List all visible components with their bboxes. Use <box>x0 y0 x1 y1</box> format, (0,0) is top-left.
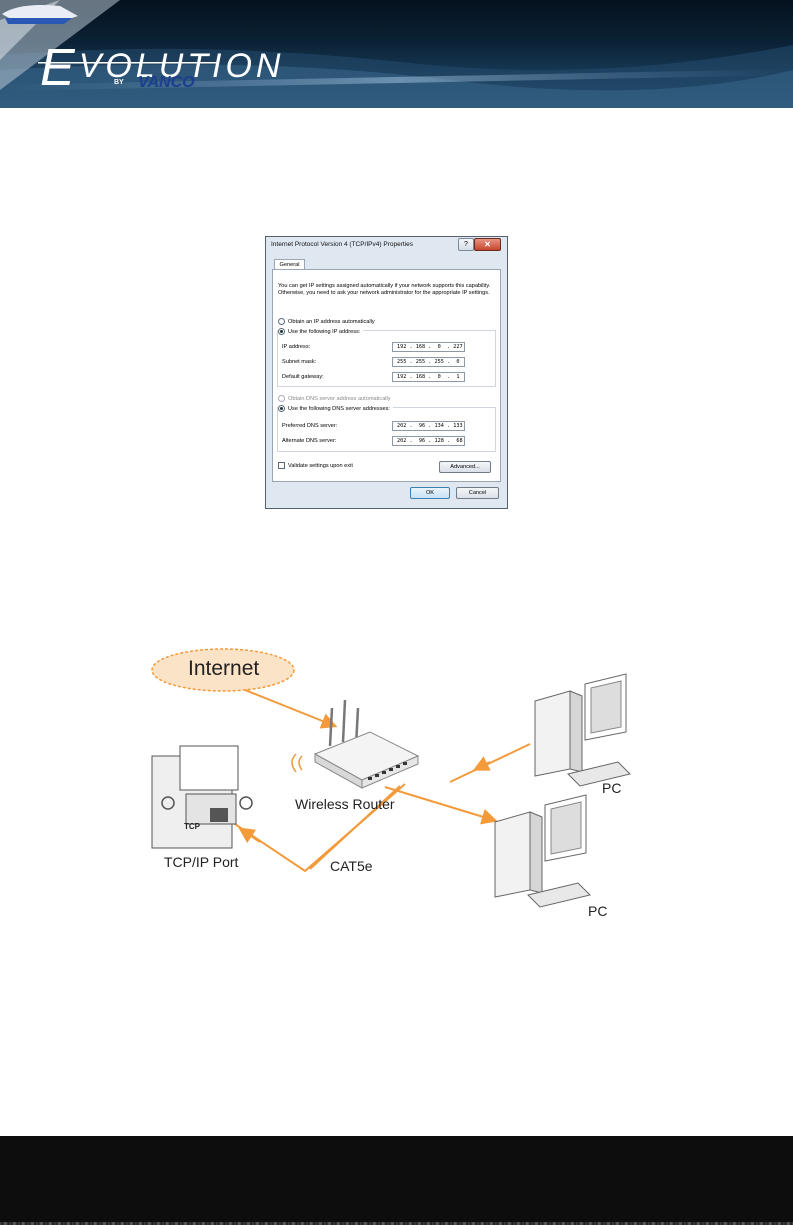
internet-label: Internet <box>188 657 260 680</box>
ok-button[interactable]: OK <box>410 487 450 499</box>
dns-auto-radio[interactable] <box>278 395 285 402</box>
preferred-dns-row: Preferred DNS server: 202 . 96 . 134 . 1… <box>282 421 494 431</box>
network-diagram-art <box>151 648 631 908</box>
header-banner: EVOLUTION BY VANCO <box>0 0 793 108</box>
connection-lines <box>219 689 531 873</box>
tab-general[interactable]: General <box>274 259 305 270</box>
ip-auto-label: Obtain an IP address automatically <box>288 318 375 325</box>
dns-auto-label: Obtain DNS server address automatically <box>288 395 391 402</box>
tcp-ip-port-icon <box>151 745 253 849</box>
pc-bottom-label: PC <box>588 903 608 919</box>
ip-group <box>277 330 496 387</box>
cancel-button[interactable]: Cancel <box>456 487 499 499</box>
network-diagram: Internet Wireless Router TCP/IP Port TCP… <box>150 644 650 924</box>
default-gateway-field[interactable]: 192 . 168 . 0 . 1 <box>392 372 465 382</box>
footer-strip <box>0 1222 793 1225</box>
cat5e-label: CAT5e <box>330 858 373 874</box>
dns-manual-label: Use the following DNS server addresses: <box>288 405 390 412</box>
subnet-mask-row: Subnet mask: 255 . 255 . 255 . 0 <box>282 357 494 367</box>
port-stamp-label: TCP <box>184 822 200 831</box>
ipv4-properties-dialog: Internet Protocol Version 4 (TCP/IPv4) P… <box>265 236 508 509</box>
pc-top-label: PC <box>602 780 622 796</box>
logo-wordmark: EVOLUTION <box>40 39 285 97</box>
validate-option[interactable]: Validate settings upon exit <box>278 462 353 469</box>
default-gateway-row: Default gateway: 192 . 168 . 0 . 1 <box>282 372 494 382</box>
dns-auto-option[interactable]: Obtain DNS server address automatically <box>278 395 391 402</box>
dns-manual-radio[interactable] <box>278 405 285 412</box>
logo-by-text: BY <box>114 79 124 86</box>
logo-brand-text: VANCO <box>138 74 195 91</box>
preferred-dns-label: Preferred DNS server: <box>282 423 338 429</box>
subnet-mask-field[interactable]: 255 . 255 . 255 . 0 <box>392 357 465 367</box>
ip-manual-option[interactable]: Use the following IP address: <box>278 328 364 335</box>
logo-underline <box>38 62 218 64</box>
help-button[interactable]: ? <box>458 238 474 251</box>
validate-label: Validate settings upon exit <box>288 462 353 469</box>
default-gateway-label: Default gateway: <box>282 374 324 380</box>
general-panel: You can get IP settings assigned automat… <box>272 269 501 482</box>
alternate-dns-field[interactable]: 202 . 96 . 128 . 68 <box>392 436 465 446</box>
vanco-logo-swoosh <box>2 5 78 24</box>
footer-bar <box>0 1136 793 1225</box>
ip-auto-option[interactable]: Obtain an IP address automatically <box>278 318 375 325</box>
pc-bottom-icon <box>494 794 591 908</box>
tcp-ip-port-label: TCP/IP Port <box>164 854 239 870</box>
preferred-dns-field[interactable]: 202 . 96 . 134 . 133 <box>392 421 465 431</box>
ip-address-field[interactable]: 192 . 168 . 0 . 227 <box>392 342 465 352</box>
wireless-router-icon <box>291 699 420 789</box>
close-button[interactable]: ✕ <box>474 238 501 251</box>
dialog-title: Internet Protocol Version 4 (TCP/IPv4) P… <box>271 241 413 248</box>
ip-manual-radio[interactable] <box>278 328 285 335</box>
alternate-dns-row: Alternate DNS server: 202 . 96 . 128 . 6… <box>282 436 494 446</box>
intro-text: You can get IP settings assigned automat… <box>278 283 491 296</box>
internet-cloud-icon <box>151 648 295 692</box>
validate-checkbox[interactable] <box>278 462 285 469</box>
advanced-button[interactable]: Advanced... <box>439 461 491 473</box>
dns-manual-option[interactable]: Use the following DNS server addresses: <box>278 405 393 412</box>
ip-auto-radio[interactable] <box>278 318 285 325</box>
ip-address-row: IP address: 192 . 168 . 0 . 227 <box>282 342 494 352</box>
pc-top-icon <box>534 673 631 787</box>
header-background-art <box>0 0 793 108</box>
alternate-dns-label: Alternate DNS server: <box>282 438 337 444</box>
wireless-router-label: Wireless Router <box>295 796 395 812</box>
ip-address-label: IP address: <box>282 344 311 350</box>
ip-manual-label: Use the following IP address: <box>288 328 361 335</box>
subnet-mask-label: Subnet mask: <box>282 359 317 365</box>
